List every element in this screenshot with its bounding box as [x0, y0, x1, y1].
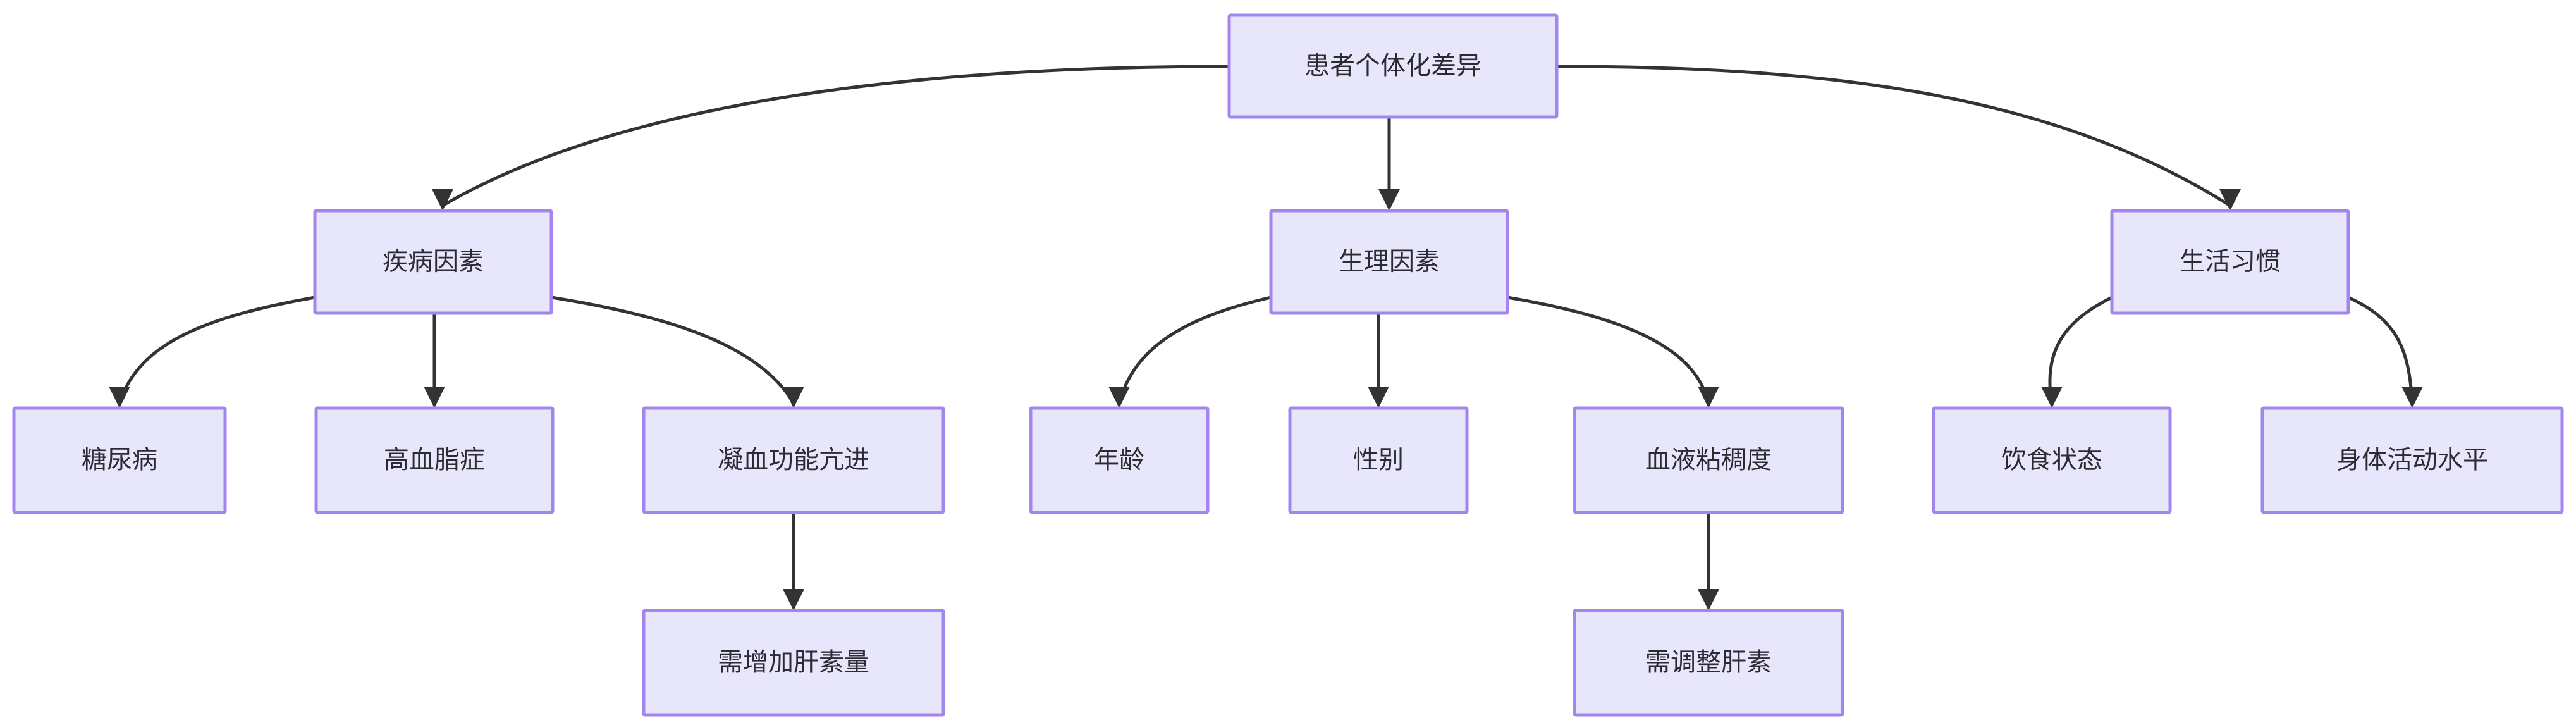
flow-node-diabetes[interactable]: 糖尿病 — [12, 406, 227, 514]
node-label: 生理因素 — [1339, 248, 1440, 276]
node-label: 年龄 — [1094, 446, 1144, 474]
node-label: 凝血功能亢进 — [718, 446, 869, 474]
flow-node-diet[interactable]: 饮食状态 — [1932, 406, 2172, 514]
arrowhead-icon — [2401, 387, 2423, 408]
arrowhead-icon — [109, 387, 130, 408]
edge-line — [118, 295, 316, 404]
arrowhead-icon — [1378, 189, 1400, 211]
node-box[interactable] — [1269, 209, 1509, 315]
arrowhead-icon — [424, 387, 445, 408]
flow-edge — [551, 295, 804, 408]
node-box[interactable] — [1573, 609, 1844, 717]
node-label: 高血脂症 — [384, 446, 485, 474]
node-label: 患者个体化差异 — [1304, 52, 1481, 80]
node-label: 糖尿病 — [82, 446, 157, 474]
node-box[interactable] — [1932, 406, 2172, 514]
node-box[interactable] — [2260, 406, 2564, 514]
node-box[interactable] — [1227, 13, 1559, 119]
node-label: 血液粘稠度 — [1645, 446, 1772, 474]
flow-edge — [1378, 117, 1400, 211]
flow-node-viscosity[interactable]: 血液粘稠度 — [1573, 406, 1844, 514]
node-label: 需增加肝素量 — [718, 648, 869, 676]
node-label: 饮食状态 — [2001, 446, 2102, 474]
node-label: 疾病因素 — [383, 248, 484, 276]
edge-line — [1117, 295, 1272, 404]
flow-node-sex[interactable]: 性别 — [1288, 406, 1469, 514]
flow-edge — [1556, 65, 2241, 211]
flow-edge — [432, 65, 1230, 211]
flow-node-lifestyle[interactable]: 生活习惯 — [2110, 209, 2350, 315]
flow-edge — [424, 313, 445, 408]
edge-line — [2048, 295, 2113, 404]
arrowhead-icon — [1108, 387, 1130, 408]
flow-edge — [109, 295, 316, 408]
edge-line — [441, 65, 1230, 208]
flow-node-disease[interactable]: 疾病因素 — [313, 209, 553, 315]
arrowhead-icon — [783, 589, 804, 610]
flow-node-more_hep[interactable]: 需增加肝素量 — [642, 609, 945, 717]
node-box[interactable] — [642, 406, 945, 514]
arrowhead-icon — [1698, 387, 1719, 408]
edge-line — [2347, 295, 2414, 404]
node-box[interactable] — [1029, 406, 1210, 514]
flow-node-hyperlipid[interactable]: 高血脂症 — [314, 406, 555, 514]
flow-node-hypercoag[interactable]: 凝血功能亢进 — [642, 406, 945, 514]
node-box[interactable] — [1288, 406, 1469, 514]
node-label: 性别 — [1353, 446, 1404, 474]
edges-layer — [109, 65, 2423, 610]
node-box[interactable] — [1573, 406, 1844, 514]
node-label: 身体活动水平 — [2336, 446, 2488, 474]
node-box[interactable] — [313, 209, 553, 315]
edge-line — [1507, 295, 1710, 404]
flow-node-age[interactable]: 年龄 — [1029, 406, 1210, 514]
flow-edge — [783, 512, 804, 610]
flow-edge — [1108, 295, 1272, 408]
flow-node-root[interactable]: 患者个体化差异 — [1227, 13, 1559, 119]
arrowhead-icon — [2041, 387, 2063, 408]
arrowhead-icon — [2219, 189, 2241, 211]
flow-node-physio[interactable]: 生理因素 — [1269, 209, 1509, 315]
arrowhead-icon — [1698, 589, 1719, 610]
arrowhead-icon — [783, 387, 804, 408]
flow-node-adjust_hep[interactable]: 需调整肝素 — [1573, 609, 1844, 717]
edge-line — [1556, 65, 2231, 208]
node-box[interactable] — [2110, 209, 2350, 315]
flow-node-activity[interactable]: 身体活动水平 — [2260, 406, 2564, 514]
arrowhead-icon — [1368, 387, 1389, 408]
edge-line — [551, 295, 795, 404]
flow-edge — [2041, 295, 2113, 408]
arrowhead-icon — [432, 189, 453, 211]
node-label: 需调整肝素 — [1645, 648, 1772, 676]
flow-edge — [1507, 295, 1719, 408]
node-box[interactable] — [314, 406, 555, 514]
flow-edge — [1368, 313, 1389, 408]
node-label: 生活习惯 — [2180, 248, 2281, 276]
node-box[interactable] — [642, 609, 945, 717]
flow-edge — [2347, 295, 2423, 408]
node-box[interactable] — [12, 406, 227, 514]
flow-edge — [1698, 512, 1719, 610]
